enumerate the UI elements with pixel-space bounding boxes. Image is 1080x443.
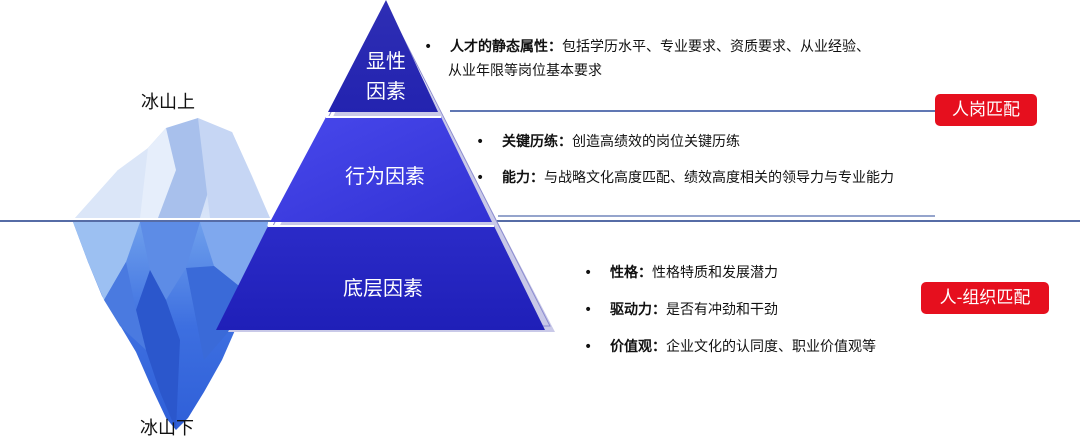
list-item-text-continued: 从业年限等岗位基本要求: [448, 63, 602, 79]
iceberg-above-label: 冰山上: [141, 88, 195, 114]
pyramid-middle-label: 行为因素: [320, 160, 450, 189]
iceberg-below-label: 冰山下: [140, 414, 194, 440]
list-item-continuation: 从业年限等岗位基本要求: [424, 59, 870, 83]
list-item-heading: 人才的静态属性：: [450, 39, 562, 55]
bullet-icon: •: [476, 130, 484, 154]
bullet-icon: •: [584, 298, 592, 322]
top-bullet-list: • 人才的静态属性：包括学历水平、专业要求、资质要求、从业经验、 从业年限等岗位…: [424, 35, 870, 83]
pyramid-top-label-line2: 因素: [352, 76, 420, 106]
list-item-heading: 关键历练：: [502, 134, 572, 150]
list-item: • 价值观：企业文化的认同度、职业价值观等: [584, 335, 876, 359]
person-org-match-badge: 人-组织匹配: [921, 282, 1049, 314]
person-job-match-badge: 人岗匹配: [935, 94, 1037, 126]
list-item: • 驱动力：是否有冲劲和干劲: [584, 298, 876, 322]
bullet-icon: •: [584, 335, 592, 359]
list-item: • 能力：与战略文化高度匹配、绩效高度相关的领导力与专业能力: [476, 166, 894, 190]
list-item-text: 企业文化的认同度、职业价值观等: [666, 339, 876, 355]
list-item-text: 性格特质和发展潜力: [652, 265, 778, 281]
list-item-text: 是否有冲劲和干劲: [666, 302, 778, 318]
list-item-text: 创造高绩效的岗位关键历练: [572, 134, 740, 150]
list-item: • 关键历练：创造高绩效的岗位关键历练: [476, 130, 894, 154]
bullet-icon: •: [424, 35, 432, 59]
list-item-heading: 价值观：: [610, 339, 666, 355]
list-item-heading: 性格：: [610, 265, 652, 281]
list-item: • 人才的静态属性：包括学历水平、专业要求、资质要求、从业经验、: [424, 35, 870, 59]
list-item: • 性格：性格特质和发展潜力: [584, 261, 876, 285]
list-item-text: 与战略文化高度匹配、绩效高度相关的领导力与专业能力: [544, 170, 894, 186]
list-item-text: 包括学历水平、专业要求、资质要求、从业经验、: [562, 39, 870, 55]
bullet-icon: •: [584, 261, 592, 285]
iceberg-above: [75, 118, 270, 218]
bottom-bullet-list: • 性格：性格特质和发展潜力 • 驱动力：是否有冲劲和干劲 • 价值观：企业文化…: [584, 261, 876, 359]
pyramid-top-label-line1: 显性: [352, 46, 420, 76]
list-item-heading: 驱动力：: [610, 302, 666, 318]
pyramid-top-label: 显性 因素: [352, 46, 420, 106]
list-item-heading: 能力：: [502, 170, 544, 186]
pyramid-bottom-label: 底层因素: [318, 272, 448, 301]
middle-bullet-list: • 关键历练：创造高绩效的岗位关键历练 • 能力：与战略文化高度匹配、绩效高度相…: [476, 130, 894, 190]
bullet-icon: •: [476, 166, 484, 190]
